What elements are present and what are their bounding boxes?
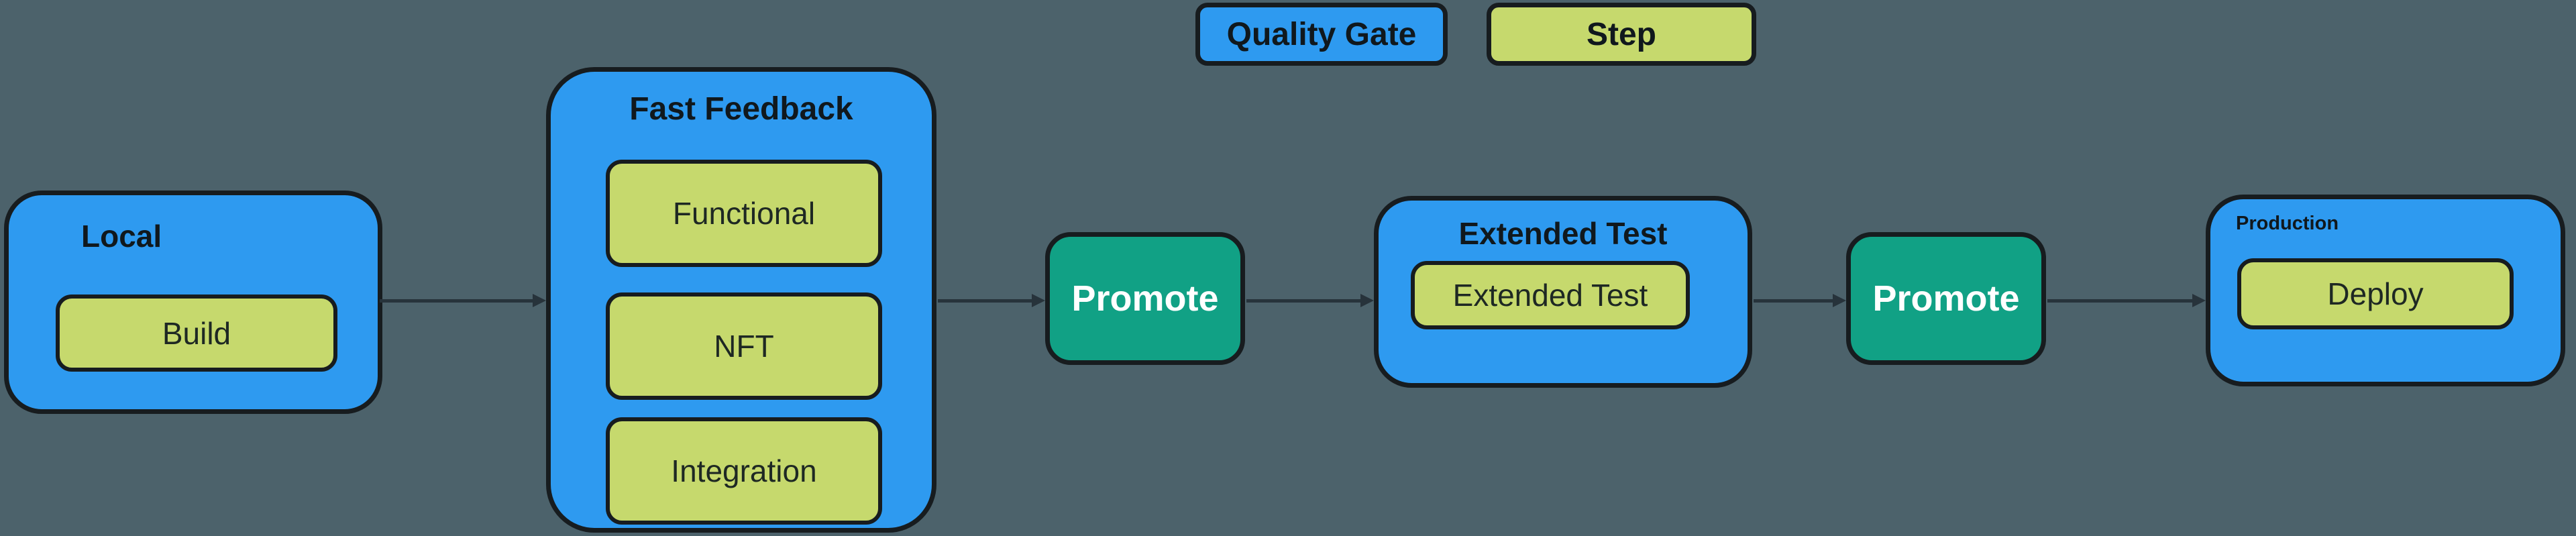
stage-extended-test: Extended Test Extended Test [1374,196,1752,388]
legend-step: Step [1487,3,1756,66]
step-build: Build [56,294,337,372]
step-extended-test: Extended Test [1411,261,1690,329]
step-nft-label: NFT [714,329,774,364]
edge-local-to-fast-feedback [380,299,534,303]
arrowhead-fast-feedback-to-promote-1 [1032,294,1045,307]
step-integration-label: Integration [671,453,817,488]
step-functional: Functional [606,160,882,267]
edge-promote-1-to-extended-test [1246,299,1362,303]
step-build-label: Build [162,315,231,351]
stage-local: Local Build [4,191,382,414]
step-integration: Integration [606,417,882,525]
edge-promote-2-to-production [2047,299,2194,303]
edge-fast-feedback-to-promote-1 [938,299,1033,303]
stage-production: Production Deploy [2206,195,2565,386]
stage-fast-feedback-title: Fast Feedback [629,91,853,127]
step-functional-label: Functional [672,196,816,231]
arrowhead-promote-2-to-production [2192,294,2206,307]
step-extended-test-label: Extended Test [1452,278,1648,313]
stage-local-title: Local [81,219,162,254]
gate-promote-2: Promote [1846,232,2046,365]
legend-quality-gate: Quality Gate [1195,3,1448,66]
gate-promote-1-label: Promote [1071,278,1219,319]
edge-extended-test-to-promote-2 [1754,299,1834,303]
step-nft: NFT [606,292,882,400]
stage-production-title: Production [2236,213,2339,234]
stage-fast-feedback: Fast Feedback Functional NFT Integration [546,67,936,533]
arrowhead-promote-1-to-extended-test [1360,294,1374,307]
legend-step-label: Step [1586,16,1656,52]
step-deploy-label: Deploy [2327,276,2424,311]
legend-quality-gate-label: Quality Gate [1226,16,1417,52]
gate-promote-2-label: Promote [1872,278,2020,319]
gate-promote-1: Promote [1045,232,1245,365]
arrowhead-local-to-fast-feedback [533,294,546,307]
arrowhead-extended-test-to-promote-2 [1833,294,1846,307]
step-deploy: Deploy [2237,258,2514,329]
stage-extended-test-title: Extended Test [1458,216,1668,251]
